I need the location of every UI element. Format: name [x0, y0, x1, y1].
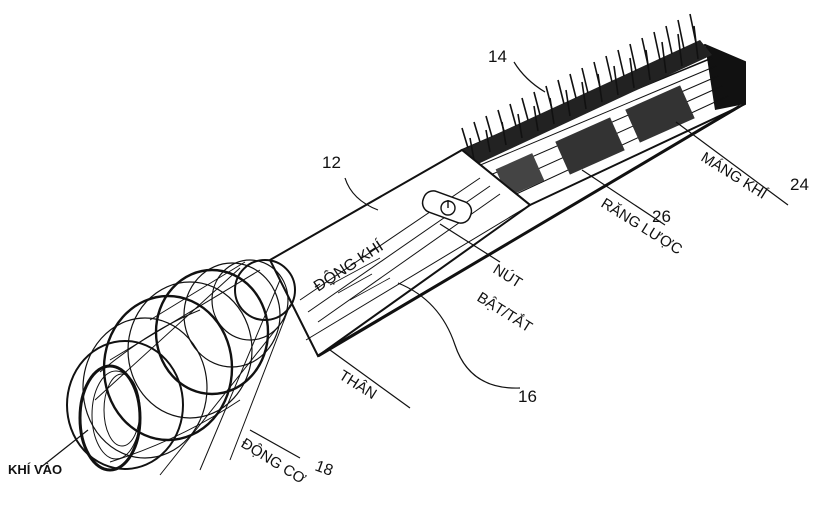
label-air-in: KHÍ VÀO	[8, 462, 62, 477]
label-button-top: NÚT	[490, 261, 525, 292]
comb-head	[460, 13, 746, 207]
power-button	[421, 190, 473, 224]
label-body: THÂN	[336, 367, 380, 403]
motor-housing	[66, 259, 296, 476]
label-comb-ref: 14	[488, 47, 507, 66]
label-channel-ref: 16	[518, 387, 537, 406]
label-groove: MÁNG KHÍ	[698, 149, 771, 203]
label-button-bottom: BẬT/TẮT	[474, 288, 536, 336]
leader-lines	[39, 61, 789, 469]
label-body-ref: 12	[322, 153, 341, 172]
label-teeth-ref: 26	[652, 207, 671, 226]
label-teeth: RĂNG LƯỢC	[598, 195, 685, 258]
label-motor-ref: 18	[313, 458, 336, 480]
label-groove-ref: 24	[790, 175, 809, 194]
